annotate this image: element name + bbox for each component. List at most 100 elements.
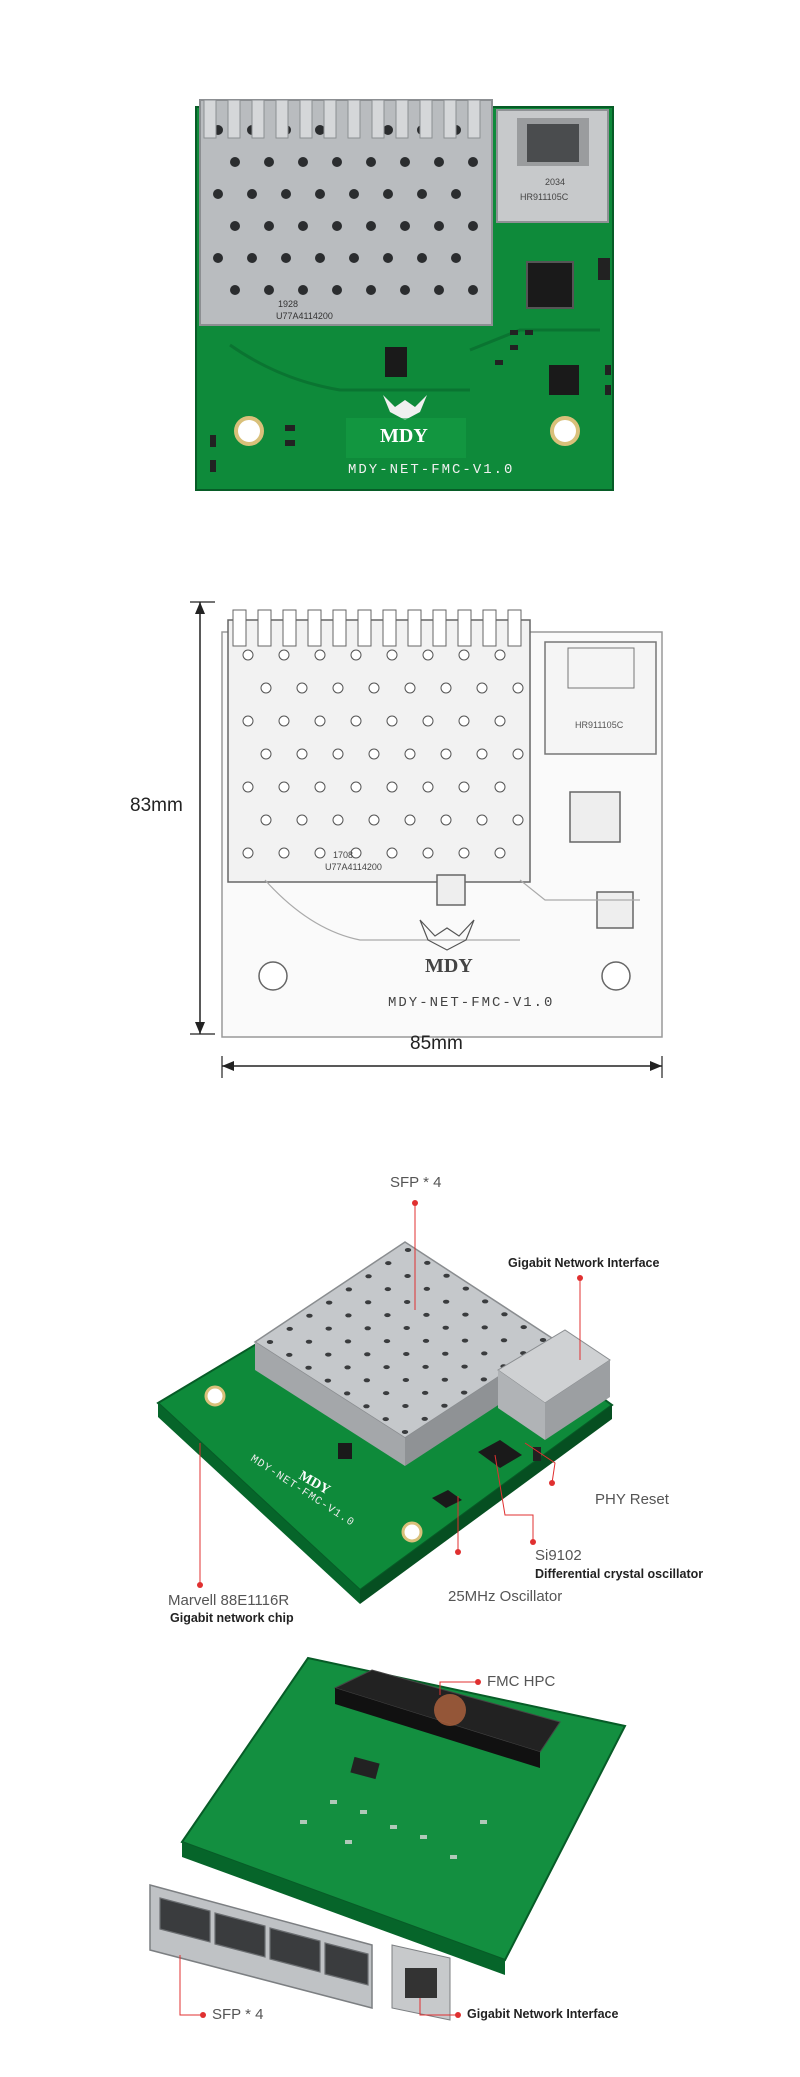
- cage-tab: [257, 609, 272, 647]
- vent-hole: [423, 1286, 431, 1291]
- vent-hole: [494, 649, 506, 661]
- vent-hole: [344, 1365, 351, 1370]
- vent-hole: [286, 1352, 293, 1357]
- vent-hole: [451, 253, 461, 263]
- vent-hole: [403, 1300, 411, 1304]
- vent-hole: [458, 847, 470, 859]
- drawing-reg: [436, 874, 466, 906]
- vent-hole: [368, 748, 380, 760]
- vent-hole: [468, 221, 478, 231]
- vent-hole: [325, 1352, 332, 1357]
- drawing-rj45: [544, 641, 657, 755]
- vent-hole: [400, 221, 410, 231]
- cage-tab: [347, 99, 361, 139]
- cage-tab: [332, 609, 347, 647]
- vent-hole: [422, 715, 434, 727]
- vent-hole: [368, 814, 380, 826]
- vent-hole: [286, 1326, 293, 1331]
- callout-phy-reset: PHY Reset: [595, 1491, 669, 1508]
- vent-hole: [264, 285, 274, 295]
- vent-hole: [296, 682, 308, 694]
- height-dimension-label: 83mm: [130, 795, 183, 816]
- vent-hole: [314, 649, 326, 661]
- cage-tab: [203, 99, 217, 139]
- cage-tab: [457, 609, 472, 647]
- vent-hole: [247, 253, 257, 263]
- callout-25mhz: 25MHz Oscillator: [448, 1588, 563, 1605]
- vent-hole: [213, 253, 223, 263]
- magjack-text-2: HR911105C: [520, 192, 569, 202]
- width-dimension-label: 85mm: [410, 1033, 463, 1054]
- board-logo: MDY: [380, 425, 428, 447]
- reset-button: [598, 258, 610, 280]
- cage-tab: [282, 609, 297, 647]
- back-annotated-photo: FMC HPC SFP * 4 Gigabit Network Interfac…: [0, 1630, 800, 2077]
- cage-tab: [395, 99, 409, 139]
- vent-hole: [332, 285, 342, 295]
- cage-tab: [419, 99, 433, 139]
- drawing-tabs: [232, 609, 522, 647]
- vent-hole: [384, 1313, 391, 1318]
- vent-hole: [512, 682, 524, 694]
- vent-hole: [442, 1325, 449, 1330]
- vent-hole: [460, 1390, 468, 1395]
- vent-hole: [494, 715, 506, 727]
- vent-hole: [230, 285, 240, 295]
- front-svg: MDY MDY-NET-FMC-V1.0: [156, 1200, 614, 1604]
- vent-hole: [349, 189, 359, 199]
- vent-hole: [364, 1326, 371, 1331]
- vent-hole: [417, 253, 427, 263]
- vent-hole: [298, 221, 308, 231]
- drawing-svg: 1708 U77A4114200 HR911105C MDY MDY-NET-F…: [190, 601, 663, 1078]
- drawing-hole-left: [258, 961, 288, 991]
- vent-hole: [422, 781, 434, 793]
- cage-tab: [232, 609, 247, 647]
- vent-hole: [363, 1404, 370, 1409]
- vent-hole: [401, 1430, 409, 1434]
- top-board-photo: 1928 U77A4114200 2034 HR911105C MDY MDY-: [0, 0, 800, 520]
- vent-hole: [402, 1404, 409, 1408]
- vent-hole: [451, 189, 461, 199]
- vent-hole: [403, 1326, 410, 1330]
- vent-hole: [434, 157, 444, 167]
- vent-hole: [350, 847, 362, 859]
- vent-hole: [350, 781, 362, 793]
- back-callout-lines: [179, 1681, 478, 2016]
- vent-hole: [539, 1338, 547, 1342]
- drawing-code-1: 1708: [333, 850, 353, 860]
- vent-hole: [213, 189, 223, 199]
- vent-hole: [461, 1338, 469, 1343]
- callout-sfp-front: SFP * 4: [390, 1174, 442, 1191]
- vent-hole: [404, 682, 416, 694]
- vent-hole: [345, 1313, 352, 1318]
- cage-tab: [507, 609, 522, 647]
- drawing-logo: MDY: [425, 955, 473, 977]
- oscillator-chip: [549, 365, 579, 395]
- vent-hole: [476, 682, 488, 694]
- vent-hole: [404, 1274, 411, 1278]
- sfp-tabs: [203, 99, 481, 139]
- vent-hole: [462, 1286, 470, 1291]
- vent-hole: [512, 748, 524, 760]
- front-osc-chip: [432, 1490, 462, 1508]
- vent-hole: [332, 748, 344, 760]
- callout-marvell: Marvell 88E1116R: [168, 1592, 290, 1609]
- vent-hole: [476, 748, 488, 760]
- vent-hole: [383, 253, 393, 263]
- cage-tab: [432, 609, 447, 647]
- vent-hole: [442, 1351, 449, 1356]
- cage-tab: [323, 99, 337, 139]
- vent-hole: [343, 1391, 351, 1396]
- vent-hole: [501, 1312, 508, 1317]
- vent-hole: [281, 189, 291, 199]
- vent-hole: [423, 1312, 430, 1317]
- cage-tab: [307, 609, 322, 647]
- magjack-text-1: 2034: [545, 177, 565, 187]
- vent-hole: [400, 157, 410, 167]
- vent-hole: [458, 781, 470, 793]
- sfp-shield: [199, 99, 493, 326]
- vent-hole: [458, 715, 470, 727]
- vent-hole: [260, 682, 272, 694]
- vent-hole: [242, 649, 254, 661]
- drawing-hole-right: [601, 961, 631, 991]
